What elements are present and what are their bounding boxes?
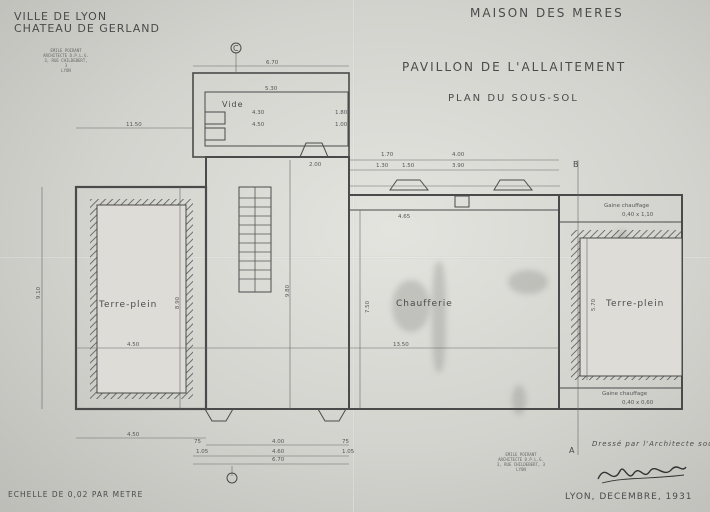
stamp-line: LYON [61,68,71,73]
stamp-line: 3, RUE CHILDEBERT, 3 [496,462,546,467]
scale-note: ECHELLE DE 0,02 PAR METRE [8,490,144,499]
gaine-top-label: Gaine chauffage [604,203,650,209]
dim-bottom-outer: 6.70 [272,457,285,463]
dim-vide-length: 5.30 [265,86,278,92]
architect-stamp-bottom: EMILE POIRANT ARCHITECTE D.P.L.G. 3, RUE… [493,452,549,472]
dim-bottom-d: 75 [342,439,349,445]
stamp-line: 3, RUE CHILDEBERT, 3 [44,58,88,68]
architect-signature [597,466,687,484]
city-label: VILLE DE LYON [14,10,108,23]
dim-top-overall: 6.70 [266,60,279,66]
plan-type-title: PLAN DU SOUS-SOL [448,93,579,104]
dim-bottom-mid: 4.00 [272,439,285,445]
room-terre-plein-left-label: Terre-plein [99,300,158,310]
dim-top-r2: 1.30 [376,163,389,169]
institution-title: MAISON DES MERES [470,6,624,20]
dim-right-height: 5.70 [591,298,598,312]
room-terre-plein-right-label: Terre-plein [606,299,665,309]
water-stain [432,262,446,372]
dim-mid-span: 13.50 [393,342,409,348]
dim-bottom-c: 1.05 [342,449,355,455]
section-marker-c: C [233,44,240,53]
central-core-walls [205,156,350,410]
stamp-line: EMILE POIRANT [50,48,82,53]
room-vide-label: Vide [222,100,244,109]
dim-left-span: 11.50 [126,122,142,128]
water-stain [392,280,430,332]
gaine-top-size: 0,40 x 1,10 [622,212,654,218]
dim-right-top-1: 4.00 [452,152,465,158]
dim-bottom-total: 4.60 [272,449,285,455]
stamp-line: ARCHITECTE D.P.L.G. [498,457,544,462]
dim-vide-lower: 4.50 [252,122,265,128]
dim-chauff-height: 7.50 [365,300,372,314]
dim-right-small: 4.65 [398,214,411,220]
dim-bottom-b: 1.05 [196,449,209,455]
dim-top-mid: 2.00 [309,162,322,168]
section-marker-b: B [573,160,580,169]
dim-bottom-left: 4.50 [127,432,140,438]
stamp-line: ARCHITECTE D.P.L.G. [43,53,89,58]
dim-right-top-2: 3.90 [452,163,465,169]
architect-stamp-top: EMILE POIRANT ARCHITECTE D.P.L.G. 3, RUE… [42,48,90,73]
paper-fold-vertical [352,0,355,512]
dim-left-height: 9.10 [36,286,43,300]
dim-vide-inner: 4.30 [252,110,265,116]
section-marker-a: A [569,446,576,455]
gaine-bottom-size: 0,40 x 0,60 [622,400,654,406]
dim-top-r3: 1.50 [402,163,415,169]
dim-bottom-a: 75 [194,439,201,445]
dim-top-r1: 1.70 [381,152,394,158]
gaine-bottom-label: Gaine chauffage [602,391,648,397]
paper-fold-horizontal [0,256,710,259]
stamp-line: LYON [516,467,526,472]
water-stain [508,270,548,294]
date-place: LYON, DECEMBRE, 1931 [565,492,693,502]
site-label: CHATEAU DE GERLAND [14,22,161,35]
stamp-line: EMILE POIRANT [505,452,537,457]
drawn-by-note: Dressé par l'Architecte soussigné [592,440,710,448]
hatch-opening [454,195,470,208]
dim-mid-left: 4.50 [127,342,140,348]
dim-top-small-1: 1.80 [335,110,348,116]
chaufferie-walls [348,194,560,410]
water-stain [512,385,526,415]
room-chaufferie-label: Chaufferie [396,299,453,309]
dim-inner-height: 8.90 [175,296,182,310]
dim-top-small-2: 1.00 [335,122,348,128]
dim-stair-height: 9.80 [285,284,292,298]
terre-plein-left-room [96,204,187,394]
terre-plein-right-room [579,237,683,377]
pavilion-title: PAVILLON DE L'ALLAITEMENT [402,60,627,74]
